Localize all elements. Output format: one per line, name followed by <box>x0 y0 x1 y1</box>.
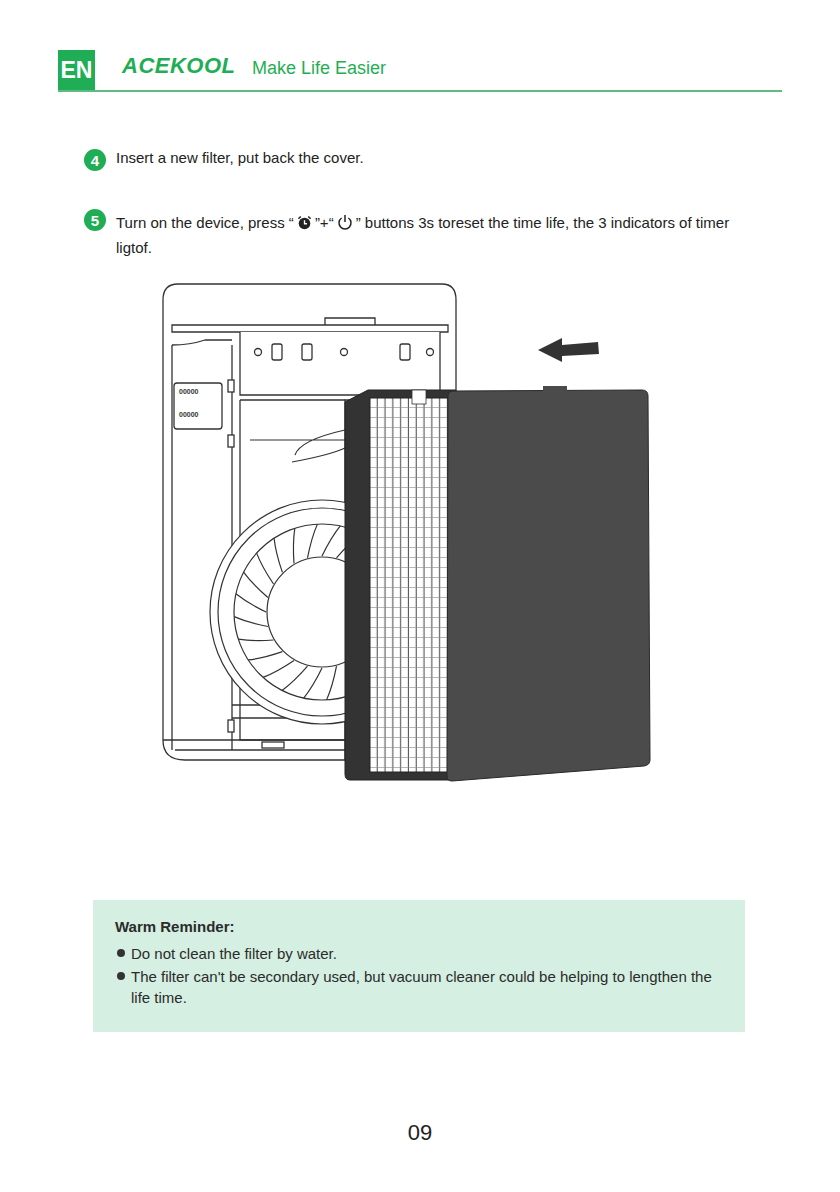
bullet-dot <box>117 949 125 957</box>
step-text: Insert a new filter, put back the cover. <box>116 150 364 165</box>
page-number: 09 <box>408 1122 432 1144</box>
reminder-item: The filter can't be secondary used, but … <box>115 966 723 1008</box>
fan-blade <box>308 524 318 558</box>
fan-blade <box>263 660 294 677</box>
step-number: 5 <box>84 209 106 231</box>
reminder-box: Warm Reminder: Do not clean the filter by… <box>93 900 745 1032</box>
power-icon <box>337 214 353 230</box>
header-rule <box>58 90 782 92</box>
hepa-filter <box>345 390 456 780</box>
fan-blade <box>236 594 266 612</box>
fan-blade <box>293 528 294 563</box>
brand-slogan: Make Life Easier <box>252 59 386 77</box>
bullet-dot <box>117 972 125 980</box>
fan-blade <box>274 538 282 572</box>
callout-number: 4 <box>91 153 99 168</box>
indicator-mark: 00000 <box>179 388 198 395</box>
timer-icon <box>297 215 312 230</box>
reminder-item: Do not clean the filter by water. <box>115 943 723 964</box>
carbon-filter <box>447 386 650 781</box>
fan-blade <box>244 572 268 597</box>
fan-blade <box>304 668 322 698</box>
fan-blade <box>234 617 268 627</box>
brand-logo: ACEKOOL <box>122 55 236 77</box>
fan-blade <box>238 639 273 640</box>
fan-blade <box>248 652 282 660</box>
language-badge: EN <box>58 50 95 90</box>
reminder-text: The filter can't be secondary used, but … <box>131 966 723 1008</box>
language-code: EN <box>61 59 93 82</box>
reminder-heading-row: Warm Reminder: <box>115 916 723 937</box>
fan-blade <box>322 526 340 556</box>
fan-blade <box>257 553 274 584</box>
step-text-part: Turn on the device, press “ <box>116 214 294 231</box>
step-text: Turn on the device, press “”+“” buttons … <box>116 210 756 260</box>
insert-arrow <box>538 338 599 362</box>
fan-blade <box>327 666 337 700</box>
reminder-heading: Warm Reminder: <box>115 916 723 937</box>
step-text-part: ”+“ <box>315 214 334 231</box>
fan-blade <box>282 666 307 690</box>
step-number: 4 <box>84 149 106 171</box>
callout-number: 5 <box>91 213 99 228</box>
indicator-mark: 00000 <box>179 411 198 418</box>
reminder-text: Do not clean the filter by water. <box>131 943 723 964</box>
